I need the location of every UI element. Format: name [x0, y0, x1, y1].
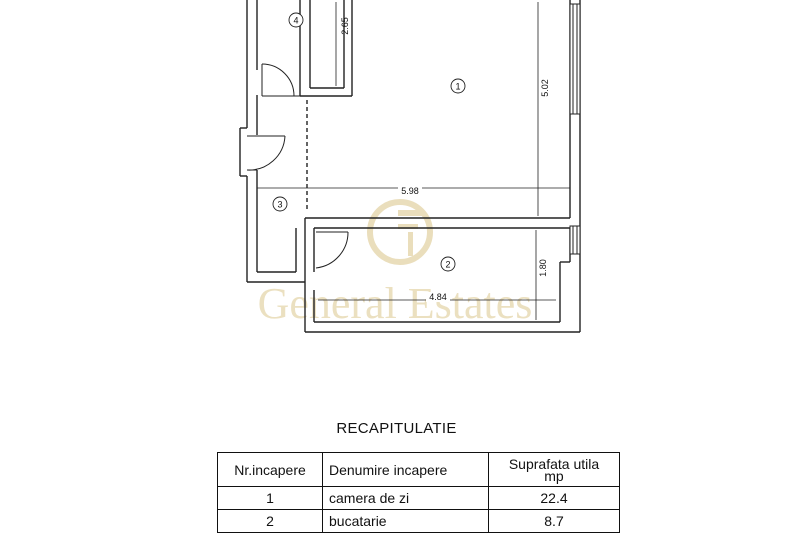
room-marker-3: 3: [272, 196, 288, 212]
window-room-2: [569, 225, 581, 255]
watermark-text: General Estates: [258, 279, 533, 328]
header-area-line1: Suprafata utila: [508, 455, 600, 472]
dimension-lines: [318, 2, 556, 320]
header-area: Suprafata utila mp: [488, 452, 620, 487]
header-area-line2: mp: [544, 467, 564, 484]
cell-name: bucatarie: [322, 509, 489, 533]
recap-title: RECAPITULATIE: [336, 420, 457, 437]
door-room-2: [315, 231, 349, 269]
room-marker-2: 2: [440, 256, 456, 272]
watermark-logo: [367, 199, 433, 265]
cell-nr: 1: [217, 486, 323, 510]
cell-name: camera de zi: [322, 486, 489, 510]
svg-text:1: 1: [455, 82, 460, 92]
window-room-1: [569, 3, 581, 115]
dimension-label: 4.84: [429, 292, 447, 302]
svg-text:4: 4: [293, 16, 298, 26]
dimension-label: 1.80: [538, 259, 548, 277]
room-marker-4: 4: [288, 12, 304, 28]
cell-area: 22.4: [488, 486, 620, 510]
room-marker-1: 1: [450, 78, 466, 94]
floor-plan: General Estates: [239, 0, 581, 333]
table-row: 1 camera de zi 22.4: [217, 486, 620, 510]
door-room-4: [261, 63, 300, 97]
dimension-label: 5.02: [540, 79, 550, 97]
svg-text:2: 2: [445, 260, 450, 270]
cell-nr: 2: [217, 509, 323, 533]
recap-table: Nr.incapere Denumire incapere Suprafata …: [217, 452, 620, 533]
table-header-row: Nr.incapere Denumire incapere Suprafata …: [217, 452, 620, 487]
table-row: 2 bucatarie 8.7: [217, 509, 620, 533]
header-name: Denumire incapere: [322, 452, 489, 487]
cell-area: 8.7: [488, 509, 620, 533]
dimension-label: 2.65: [340, 17, 350, 35]
dimension-label: 5.98: [401, 186, 419, 196]
header-nr: Nr.incapere: [217, 452, 323, 487]
door-room-3: [246, 135, 286, 171]
svg-text:3: 3: [277, 200, 282, 210]
